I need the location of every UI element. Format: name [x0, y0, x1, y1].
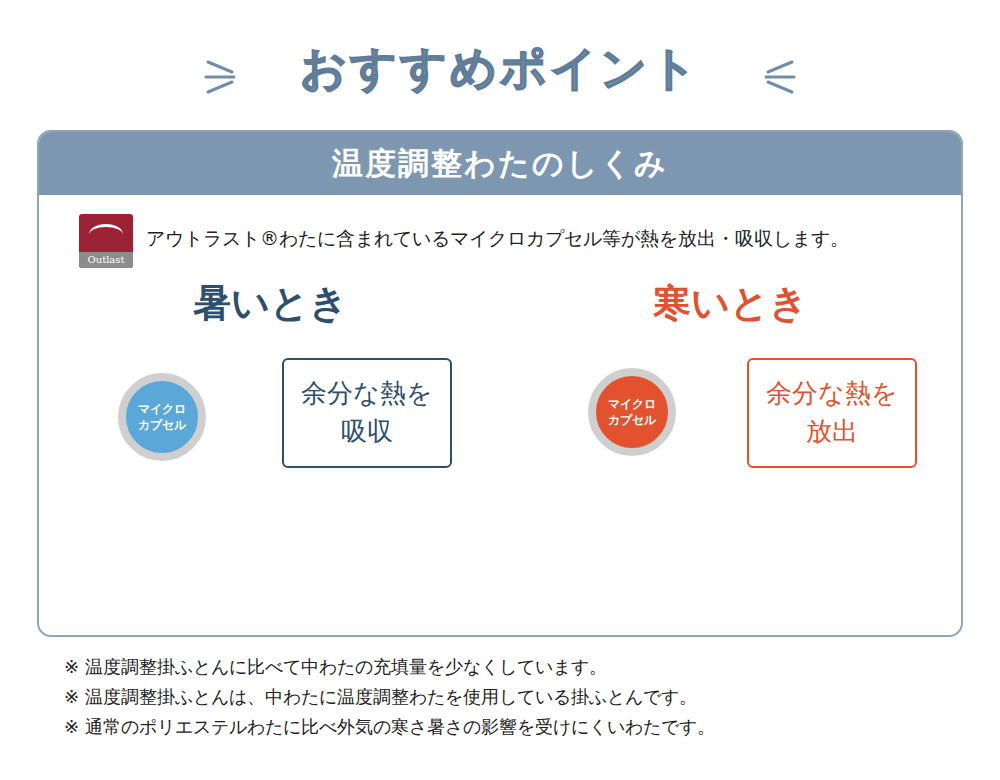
info-box: 余分な熱を 放出	[747, 358, 917, 468]
panel: 温度調整わたのしくみ Outlast マイクロ カプセル 余分な熱を 吸収 マイクロ カ…	[37, 130, 963, 637]
note: ※ 温度調整掛ふとんは、中わたに温度調整わたを使用している掛ふとんです。	[64, 685, 697, 709]
box-label: 余分な熱を 放出	[762, 375, 902, 450]
panel-header: 温度調整わたのしくみ	[39, 132, 961, 195]
page-title: おすすめポイント	[0, 38, 1000, 100]
capsule-label: マイクロ カプセル	[132, 401, 192, 433]
section-heading: 暑いとき	[193, 278, 348, 329]
capsule-circle: マイクロ カプセル	[588, 368, 676, 456]
logo-text: Outlast	[79, 252, 133, 268]
section-heading: 寒いとき	[653, 278, 808, 329]
info-box: 余分な熱を 吸収	[282, 358, 452, 468]
note: ※ 通常のポリエステルわたに比べ外気の寒さ暑さの影響を受けにくいわたです。	[64, 715, 715, 739]
note: ※ 温度調整掛ふとんに比べて中わたの充填量を少なくしています。	[64, 655, 607, 679]
capsule-label: マイクロ カプセル	[602, 396, 662, 428]
description: アウトラスト®わたに含まれているマイクロカプセル等が熱を放出・吸収します。	[146, 226, 849, 252]
capsule-circle: マイクロ カプセル	[118, 373, 206, 461]
logo-stripe	[89, 224, 123, 245]
box-label: 余分な熱を 吸収	[297, 375, 437, 450]
logo-badge: Outlast	[79, 214, 133, 268]
